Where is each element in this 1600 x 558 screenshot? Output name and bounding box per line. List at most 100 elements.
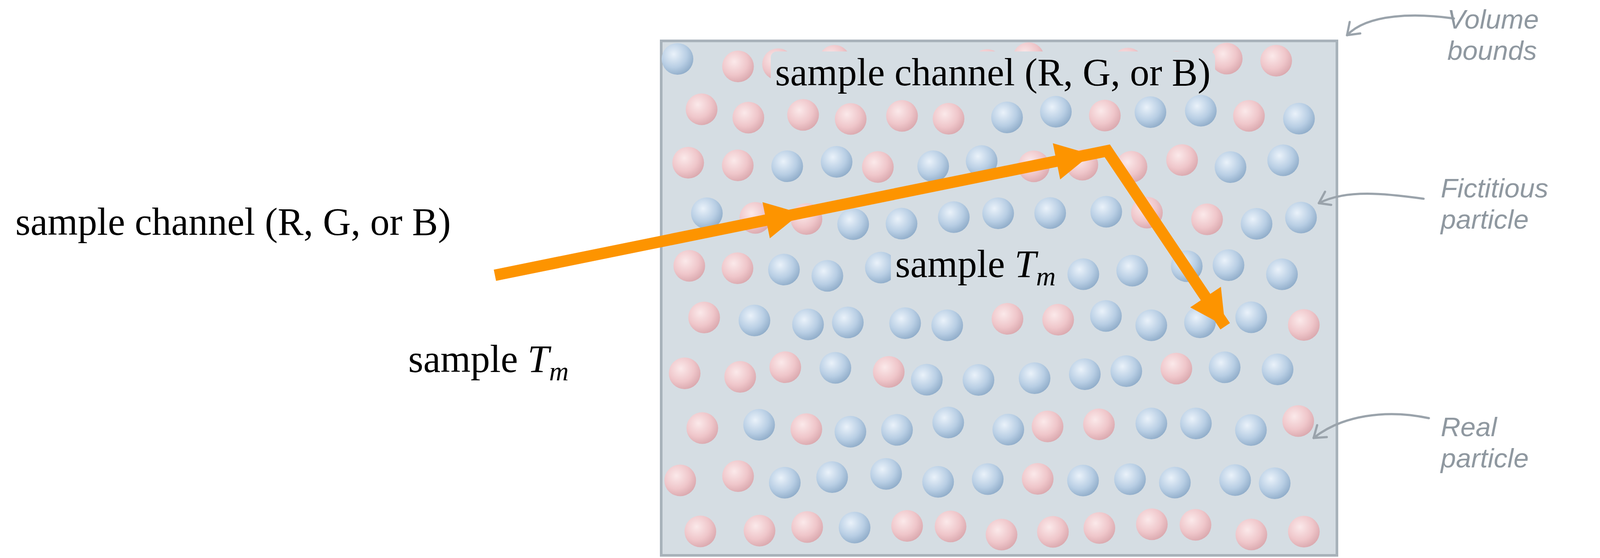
real-particle — [1110, 355, 1143, 388]
fictitious-particle — [891, 510, 923, 542]
real-particle — [1018, 362, 1051, 395]
fictitious-particle — [1288, 516, 1320, 548]
real-particle — [962, 364, 995, 396]
real-particle — [1235, 301, 1267, 334]
fictitious-particle — [872, 356, 905, 389]
real-particle — [1090, 196, 1123, 228]
real-particle — [1134, 96, 1167, 129]
real-particle — [982, 197, 1015, 230]
real-particle — [937, 201, 970, 234]
fictitious-particle — [672, 146, 704, 179]
fictitious-particle — [991, 303, 1024, 335]
fictitious-particle — [1233, 100, 1265, 132]
real-particle — [1039, 95, 1072, 128]
real-particle — [931, 309, 963, 342]
fictitious-particle — [1135, 508, 1168, 541]
real-particle — [743, 409, 776, 441]
real-particle — [1034, 197, 1066, 229]
real-particle — [1116, 255, 1149, 287]
real-particle — [768, 467, 801, 499]
real-particle — [1240, 208, 1273, 240]
real-particle — [1235, 414, 1267, 447]
particles — [661, 42, 1320, 551]
fictitious-particle — [721, 252, 754, 285]
real-particle — [1069, 358, 1101, 391]
fictitious-particle — [932, 102, 965, 135]
annotation: Real particle — [1440, 411, 1591, 475]
distance-label: sample Tm — [890, 243, 1061, 292]
real-particle — [768, 253, 800, 286]
distance-label: sample Tm — [408, 338, 569, 387]
fictitious-particle — [1191, 203, 1223, 236]
fictitious-particle — [1031, 410, 1064, 443]
annotation: Fictitious particle — [1440, 172, 1591, 236]
real-particle — [1067, 258, 1100, 291]
real-particle — [992, 413, 1025, 446]
real-particle — [1179, 407, 1212, 440]
real-particle — [991, 101, 1023, 134]
real-particle — [1285, 201, 1317, 234]
real-particle — [661, 43, 694, 75]
fictitious-particle — [722, 460, 755, 493]
real-particle — [971, 463, 1004, 496]
fictitious-particle — [1160, 352, 1193, 385]
real-particle — [1185, 95, 1217, 127]
real-particle — [1135, 309, 1168, 342]
channel-label: sample channel (R, G, or B) — [15, 201, 451, 244]
real-particle — [1219, 464, 1252, 497]
fictitious-particle — [985, 519, 1018, 551]
real-particle — [738, 304, 771, 337]
fictitious-particle — [686, 412, 718, 445]
fictitious-particle — [1088, 99, 1121, 132]
real-particle — [1067, 464, 1099, 497]
real-particle — [811, 259, 844, 292]
real-particle — [771, 150, 803, 183]
fictitious-particle — [1036, 516, 1069, 549]
real-particle — [838, 512, 871, 544]
real-particle — [885, 208, 918, 240]
fictitious-particle — [724, 361, 757, 393]
fictitious-particle — [1021, 463, 1054, 495]
real-particle — [881, 414, 913, 447]
fictitious-particle — [934, 510, 967, 543]
real-particle — [889, 307, 921, 340]
annotation: Volume bounds — [1447, 3, 1597, 67]
real-particle — [922, 466, 954, 498]
real-particle — [816, 461, 849, 494]
leader-lines — [1313, 15, 1454, 439]
fictitious-particle — [688, 301, 721, 334]
real-particle — [792, 308, 824, 341]
real-particle — [1261, 353, 1294, 386]
real-particle — [1208, 351, 1241, 384]
real-particle — [1266, 258, 1298, 291]
real-particle — [834, 416, 867, 448]
fictitious-particle — [668, 357, 701, 390]
arrowhead — [1052, 143, 1092, 180]
fictitious-particle — [743, 515, 776, 547]
fictitious-particle — [722, 50, 755, 83]
real-particle — [1214, 151, 1247, 184]
real-particle — [831, 306, 864, 339]
real-particle — [1212, 249, 1245, 282]
volume-bounds — [661, 40, 1337, 556]
real-particle — [1159, 467, 1191, 499]
fictitious-particle — [664, 464, 696, 497]
fictitious-particle — [732, 101, 765, 134]
fictitious-particle — [787, 98, 820, 131]
fictitious-particle — [1211, 42, 1243, 75]
real-particle — [1135, 407, 1168, 440]
fictitious-particle — [673, 250, 706, 282]
real-particle — [1114, 463, 1146, 496]
real-particle — [820, 146, 853, 178]
arrowhead — [1190, 286, 1226, 327]
light-path — [494, 143, 1226, 327]
fictitious-particle — [791, 511, 824, 543]
real-particle — [819, 352, 852, 385]
fictitious-particle — [721, 149, 754, 182]
fictitious-particle — [1083, 512, 1116, 545]
fictitious-particle — [790, 413, 823, 446]
arrowhead — [762, 202, 801, 239]
real-particle — [911, 364, 943, 396]
fictitious-particle — [1235, 519, 1268, 551]
real-particle — [870, 458, 902, 491]
